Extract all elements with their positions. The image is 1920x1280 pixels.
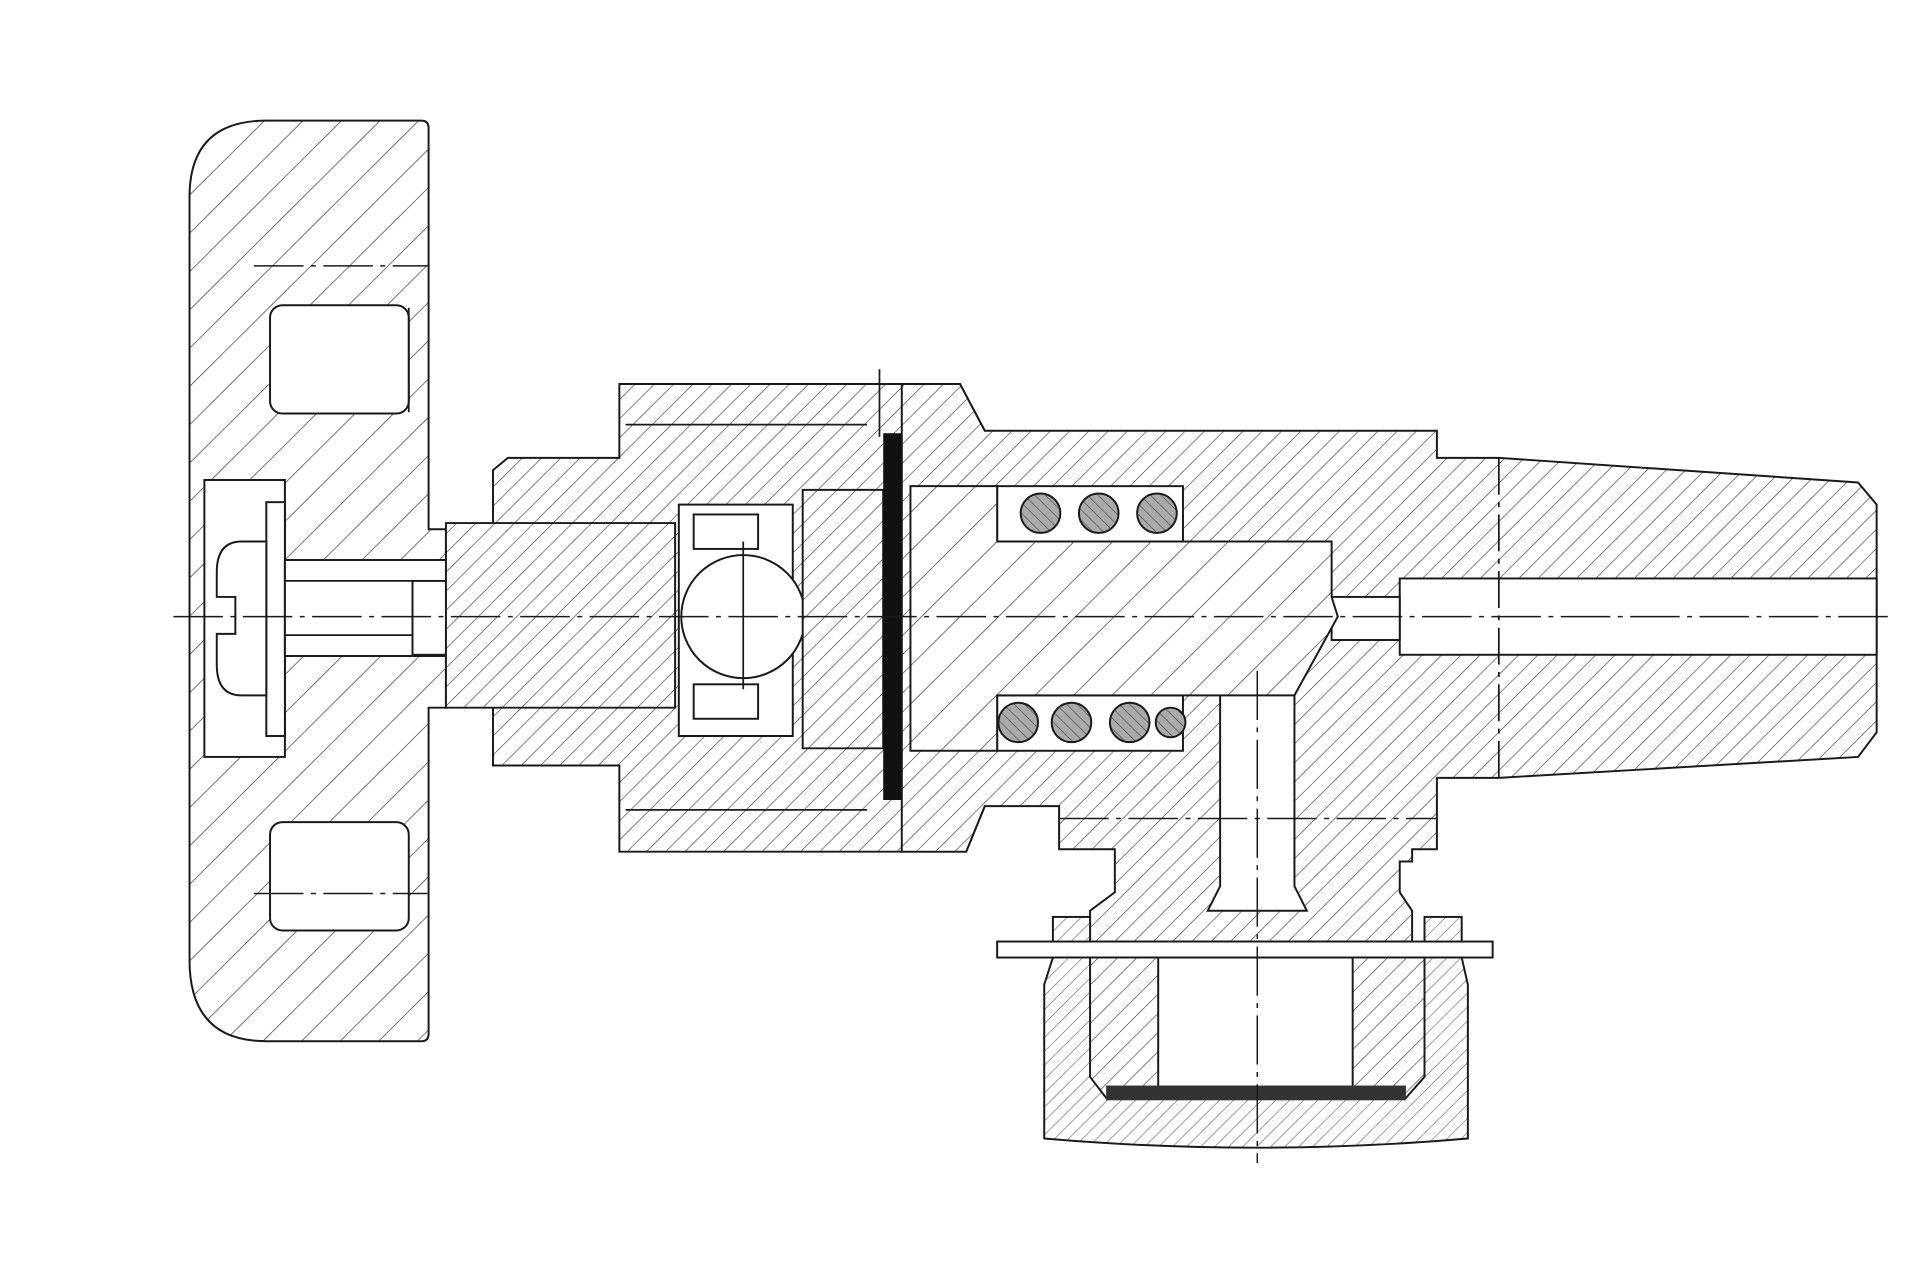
seat-insert <box>801 488 885 750</box>
washer <box>996 940 1494 959</box>
cap-nut-bore <box>1157 956 1354 1088</box>
valve-body <box>883 383 1878 943</box>
cap-seal <box>1106 1085 1406 1101</box>
handwheel-pocket-bottom <box>269 821 410 932</box>
cap-nut <box>1043 956 1469 1149</box>
handwheel-pocket-top <box>269 304 410 415</box>
bonnet-nut <box>444 383 986 853</box>
piston <box>909 485 1339 752</box>
handwheel <box>188 119 460 1043</box>
spring-coils <box>997 492 1187 744</box>
screw-head <box>215 540 268 697</box>
